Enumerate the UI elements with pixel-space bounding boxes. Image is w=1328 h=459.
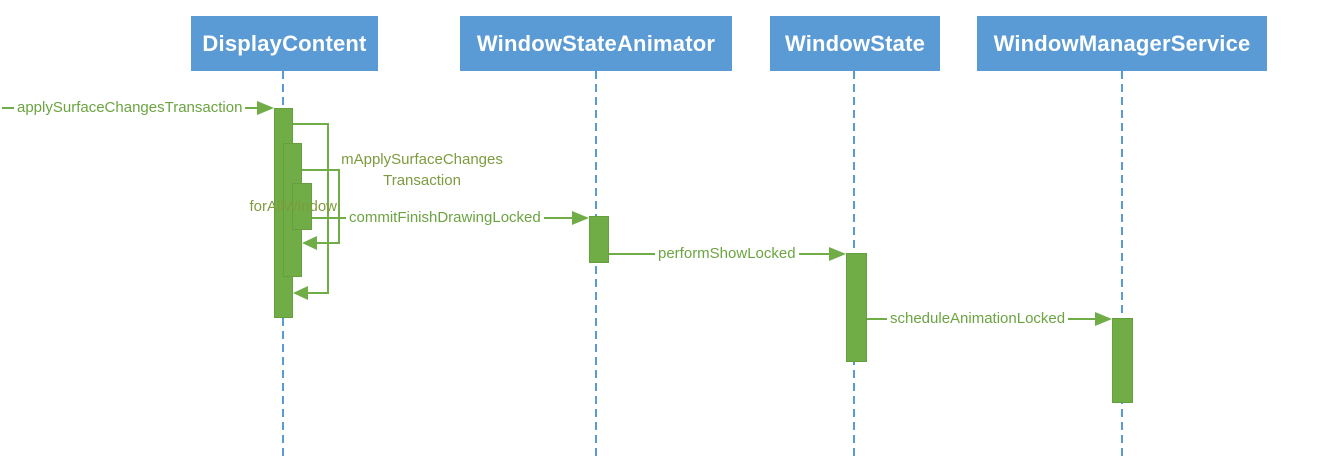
self-call-return-line-b	[317, 242, 340, 244]
lifeline-title: DisplayContent	[202, 30, 367, 56]
lifeline-windowstateanimator	[595, 71, 597, 457]
arrowhead-left-icon	[302, 236, 317, 250]
self-call-label-forallwindow: forAllWindow	[249, 198, 337, 215]
lifeline-header-windowstateanimator: WindowStateAnimator	[460, 16, 732, 71]
lifeline-header-windowstate: WindowState	[770, 16, 940, 71]
message-label: commitFinishDrawingLocked	[346, 209, 544, 227]
arrowhead-right-icon	[829, 247, 846, 261]
self-call-vertical-line-b	[338, 169, 340, 244]
arrowhead-right-icon	[1095, 312, 1112, 326]
self-call-out-line-b	[302, 169, 340, 171]
self-call-vertical-line-a	[327, 123, 329, 294]
lifeline-title: WindowState	[784, 30, 926, 56]
activation-bar-windowstate	[846, 253, 867, 362]
message-label: applySurfaceChangesTransaction	[14, 99, 246, 117]
message-label: scheduleAnimationLocked	[887, 310, 1069, 328]
arrowhead-right-icon	[257, 101, 274, 115]
activation-bar-windowstateanimator	[589, 216, 609, 263]
message-label: performShowLocked	[655, 245, 799, 263]
self-call-label-line1: mApplySurfaceChanges	[341, 151, 503, 168]
lifeline-title: WindowManagerService	[993, 30, 1251, 56]
activation-bar-windowmanagerservice	[1112, 318, 1133, 403]
self-call-return-line-a	[308, 292, 329, 294]
lifeline-header-displaycontent: DisplayContent	[191, 16, 378, 71]
lifeline-header-windowmanagerservice: WindowManagerService	[977, 16, 1267, 71]
arrowhead-right-icon	[572, 211, 589, 225]
activation-bar-displaycontent-3	[292, 183, 312, 230]
self-call-out-line-a	[293, 123, 329, 125]
lifeline-title: WindowStateAnimator	[476, 30, 716, 56]
lifeline-windowmanagerservice	[1121, 71, 1123, 457]
self-call-label-mapplysurfacechangestransaction: mApplySurfaceChanges Transaction	[337, 149, 507, 191]
arrowhead-left-icon	[293, 286, 308, 300]
self-call-label-line2: Transaction	[383, 172, 461, 189]
